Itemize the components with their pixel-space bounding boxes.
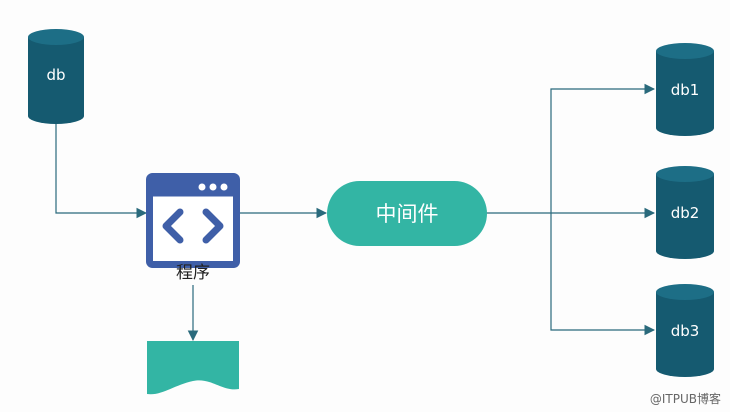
middleware-node[interactable]: 中间件 bbox=[327, 181, 487, 246]
target-db3-label: db3 bbox=[671, 322, 700, 340]
target-db3: db3 bbox=[656, 284, 714, 377]
target-db2: db2 bbox=[656, 166, 714, 259]
connector-db-to-program bbox=[55, 124, 148, 219]
document-shape bbox=[147, 341, 239, 395]
watermark: @ITPUB博客 bbox=[650, 391, 721, 406]
connector-middleware-to-db1 bbox=[486, 83, 656, 214]
source-db: db bbox=[28, 29, 84, 124]
target-db2-label: db2 bbox=[671, 204, 700, 222]
source-db-label: db bbox=[46, 66, 65, 84]
connector-middleware-to-db3 bbox=[550, 213, 656, 336]
connectors bbox=[55, 83, 656, 342]
program-node[interactable]: 程序 bbox=[146, 173, 240, 284]
middleware-label: 中间件 bbox=[376, 202, 439, 226]
target-db1: db1 bbox=[656, 43, 714, 136]
document-node bbox=[147, 341, 239, 395]
target-db1-label: db1 bbox=[671, 81, 700, 99]
code-window-icon bbox=[146, 173, 240, 268]
program-label: 程序 bbox=[176, 263, 210, 283]
